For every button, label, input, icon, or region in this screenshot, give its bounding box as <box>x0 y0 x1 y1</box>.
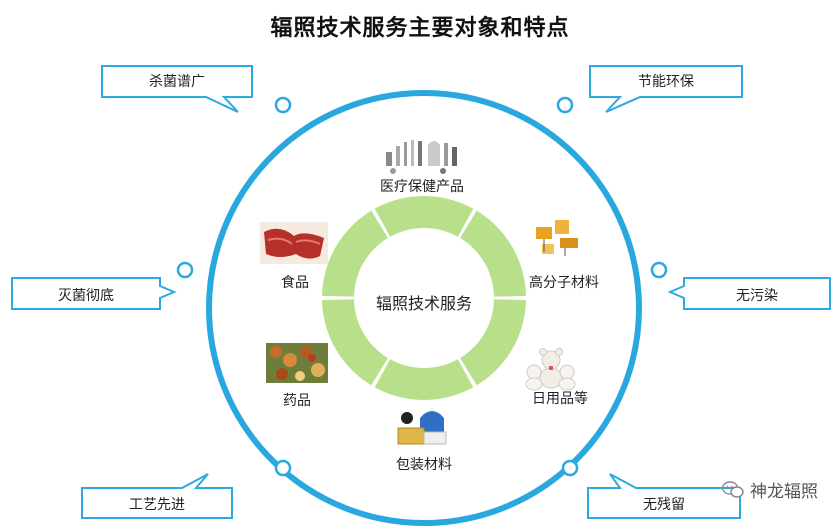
medicine-icon <box>266 343 328 383</box>
inner-donut <box>322 196 526 400</box>
wechat-icon <box>722 480 744 498</box>
feature-label-energy-saving: 节能环保 <box>638 74 694 90</box>
ring-node-top-left <box>274 96 292 114</box>
packaging-material-icon <box>397 411 447 445</box>
ring-node-bottom-left <box>274 459 292 477</box>
medical-supplies-icon <box>386 140 457 174</box>
center-label: 辐照技术服务 <box>375 294 472 313</box>
donut-segment <box>374 359 474 400</box>
donut-segment <box>460 210 526 297</box>
object-label-medicine: 药品 <box>283 393 311 409</box>
ring-node-mid-right <box>650 261 668 279</box>
bubble-mid-left <box>11 277 177 310</box>
bubble-top-left <box>101 65 253 113</box>
feature-label-broad-spectrum: 杀菌谱广 <box>149 74 205 90</box>
bubble-bottom-left <box>81 473 233 519</box>
donut-segment <box>374 196 474 237</box>
donut-segment <box>322 299 388 386</box>
donut-segment <box>460 299 526 386</box>
object-label-food: 食品 <box>281 275 309 291</box>
page-title: 辐照技术服务主要对象和特点 <box>270 16 570 41</box>
polymer-material-icon <box>536 220 578 256</box>
object-label-polymer: 高分子材料 <box>529 275 599 291</box>
bubble-top-right <box>589 65 743 113</box>
watermark: 神龙辐照 <box>722 477 818 502</box>
daily-goods-icon <box>525 348 576 391</box>
ring-node-top-right <box>556 96 574 114</box>
bubble-bottom-right <box>587 473 741 519</box>
feature-label-thorough-sterilization: 灭菌彻底 <box>58 288 114 304</box>
food-icon <box>260 222 328 264</box>
donut-segment <box>322 210 388 297</box>
object-label-packaging: 包装材料 <box>396 457 452 473</box>
feature-label-advanced-process: 工艺先进 <box>129 497 185 513</box>
bubble-mid-right <box>667 277 831 310</box>
object-label-daily-goods: 日用品等 <box>532 391 588 407</box>
ring-node-bottom-right <box>561 459 579 477</box>
outer-ring <box>206 90 642 526</box>
ring-node-mid-left <box>176 261 194 279</box>
object-label-medical: 医疗保健产品 <box>380 179 464 195</box>
feature-label-no-residue: 无残留 <box>643 497 685 513</box>
feature-label-no-pollution: 无污染 <box>736 288 778 304</box>
watermark-text: 神龙辐照 <box>750 482 818 502</box>
